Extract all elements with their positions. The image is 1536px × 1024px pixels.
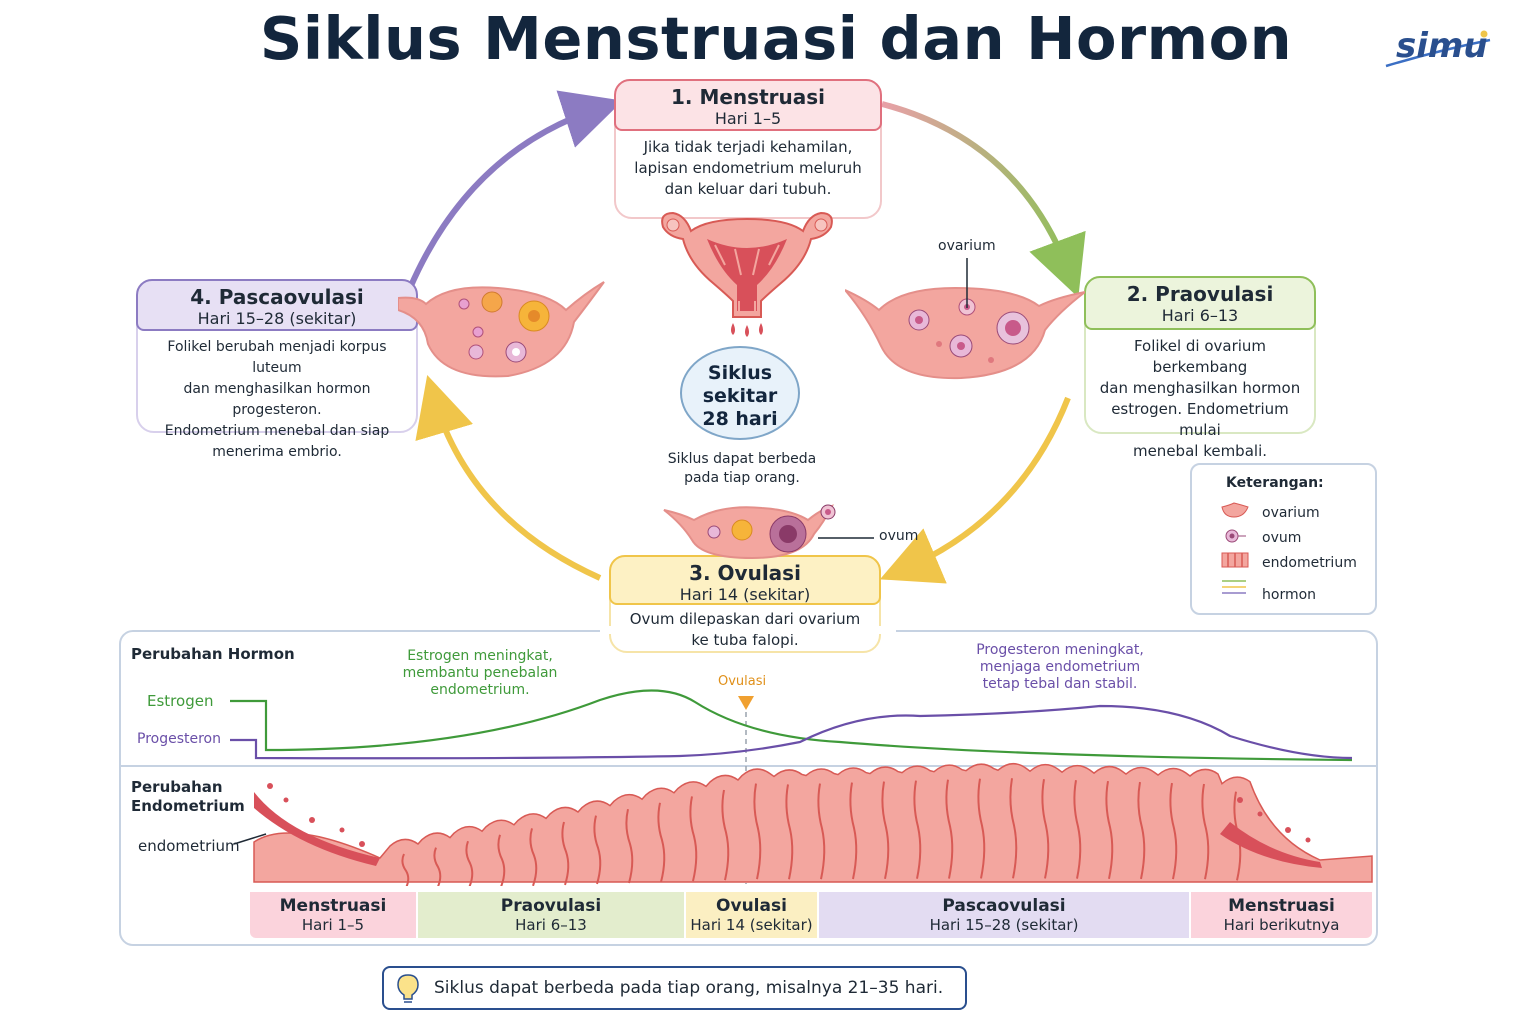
phase-days: Hari 15–28 (sekitar) xyxy=(197,309,357,328)
hormone-curves xyxy=(120,689,1376,884)
phase-title: 4. Pascaovulasi xyxy=(190,285,364,309)
phase-days: Hari 6–13 xyxy=(1161,306,1239,325)
phase-pascaovulasi-card: 4. Pascaovulasi Hari 15–28 (sekitar) Fol… xyxy=(136,279,418,460)
ovulation-marker-label: Ovulasi xyxy=(718,674,767,689)
arrow-pascaovulasi-to-menstruasi xyxy=(407,90,623,290)
hormone-section-title: Perubahan Hormon xyxy=(131,645,295,663)
estrogen-curve xyxy=(230,689,1353,762)
phase-days: Hari 1–5 xyxy=(714,109,782,128)
legend-endometrium: endometrium xyxy=(1262,555,1357,571)
arrow-praovulasi-to-ovulasi xyxy=(879,396,1071,584)
phase-days: Hari 14 (sekitar) xyxy=(679,585,811,604)
legend-title: Keterangan: xyxy=(1226,475,1324,491)
phase-title: 2. Praovulasi xyxy=(1126,282,1274,306)
phase-menstruasi-card: 1. Menstruasi Hari 1–5 Jika tidak terjad… xyxy=(614,79,882,219)
ovary-ovulasi-illustration xyxy=(663,504,836,560)
cycle-arrows xyxy=(407,90,1086,584)
endometrium-label: endometrium xyxy=(138,837,240,855)
endometrium-illustration xyxy=(233,762,1373,886)
logo-text: simu xyxy=(1396,26,1488,66)
logo-swoosh-icon xyxy=(1385,30,1491,68)
legend-icons xyxy=(1221,502,1249,594)
progesteron-curve xyxy=(230,704,1353,760)
phase-title: 1. Menstruasi xyxy=(670,85,825,109)
estrogen-label: Estrogen xyxy=(147,692,214,710)
phase-description: Jika tidak terjadi kehamilan,lapisan end… xyxy=(634,138,862,198)
ovary-praovulasi-illustration xyxy=(845,286,1085,380)
ovarium-icon xyxy=(1221,502,1249,518)
lightbulb-icon xyxy=(397,974,419,1003)
tip-box: Siklus dapat berbeda pada tiap orang, mi… xyxy=(382,966,967,1010)
arrow-ovulasi-to-pascaovulasi xyxy=(415,374,602,581)
ovarium-pointer-line xyxy=(966,258,968,308)
legend-hormon: hormon xyxy=(1262,587,1317,603)
endometrium-icon xyxy=(1221,552,1249,568)
progesteron-note: Progesteron meningkat,menjaga endometriu… xyxy=(976,642,1144,692)
ovary-pascaovulasi-illustration xyxy=(398,281,605,378)
ovum-icon xyxy=(1225,529,1246,543)
legend-ovum: ovum xyxy=(1262,530,1302,546)
ovarium-label: ovarium xyxy=(938,238,996,254)
ovum-label: ovum xyxy=(879,528,919,544)
legend: Keterangan: ovarium ovum endometrium hor… xyxy=(1190,463,1377,615)
frame-gap xyxy=(600,626,896,634)
hormone-arrows-icon xyxy=(1222,580,1246,594)
progesteron-label: Progesteron xyxy=(137,731,221,747)
simu-logo: simu xyxy=(1380,20,1500,80)
phase-title: 3. Ovulasi xyxy=(689,561,801,585)
arrow-menstruasi-to-praovulasi xyxy=(881,101,1086,298)
ovum-pointer-line xyxy=(818,537,874,539)
ovulation-marker-icon xyxy=(738,696,754,710)
page-title: Siklus Menstruasi dan Hormon xyxy=(259,4,1293,73)
phase-praovulasi-card: 2. Praovulasi Hari 6–13 Folikel di ovari… xyxy=(1084,276,1316,460)
uterus-illustration xyxy=(661,211,833,337)
phase-ovulasi-card: 3. Ovulasi Hari 14 (sekitar) Ovum dilepa… xyxy=(609,555,881,653)
tip-text: Siklus dapat berbeda pada tiap orang, mi… xyxy=(434,978,944,998)
legend-ovarium: ovarium xyxy=(1262,505,1320,521)
